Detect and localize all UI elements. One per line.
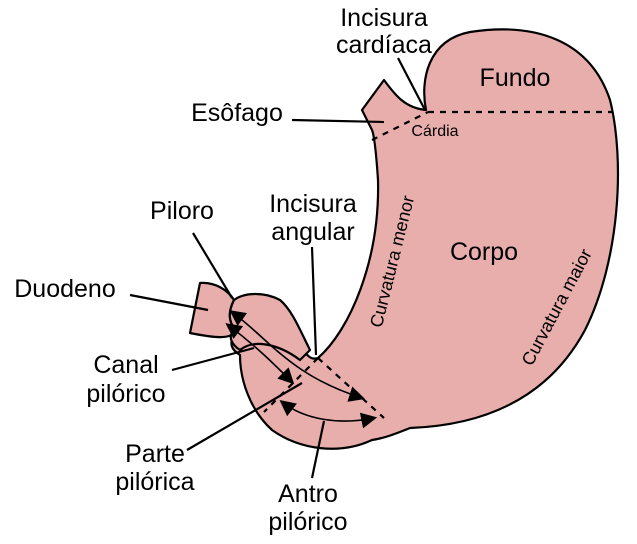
label-cardia: Cárdia: [411, 123, 458, 140]
label-corpo: Corpo: [450, 238, 518, 266]
leader-parte-pilorica: [186, 382, 303, 451]
label-fundo: Fundo: [480, 64, 551, 92]
leader-incisura-angular: [310, 246, 318, 356]
label-incisura-angular-1: Incisura: [269, 190, 357, 218]
label-antro-pilorico-2: pilórico: [268, 508, 347, 536]
leader-antro-pilorico: [310, 420, 326, 479]
pyloric-canal-arrow: [225, 323, 295, 385]
label-esofago: Esôfago: [191, 99, 283, 127]
label-parte-pilorica-2: pilórica: [115, 468, 194, 496]
leader-duodeno: [129, 293, 209, 312]
label-incisura-cardiaca-1: Incisura: [340, 4, 428, 32]
leader-piloro: [192, 232, 233, 299]
pyloric-antrum-arrow: [279, 400, 378, 429]
label-canal-pilorico-1: Canal: [93, 351, 158, 379]
label-duodeno: Duodeno: [14, 275, 115, 303]
label-canal-pilorico-2: pilórico: [86, 380, 165, 408]
leader-esofago: [291, 118, 385, 124]
label-parte-pilorica-1: Parte: [125, 440, 185, 468]
label-incisura-cardiaca-2: cardíaca: [336, 31, 432, 59]
label-piloro: Piloro: [150, 197, 214, 225]
label-antro-pilorico-1: Antro: [278, 480, 338, 508]
cardia-boundary: [371, 111, 429, 141]
leader-incisura-cardiaca: [397, 57, 426, 111]
leader-canal-pilorico: [171, 346, 255, 372]
label-incisura-angular-2: angular: [271, 218, 354, 246]
